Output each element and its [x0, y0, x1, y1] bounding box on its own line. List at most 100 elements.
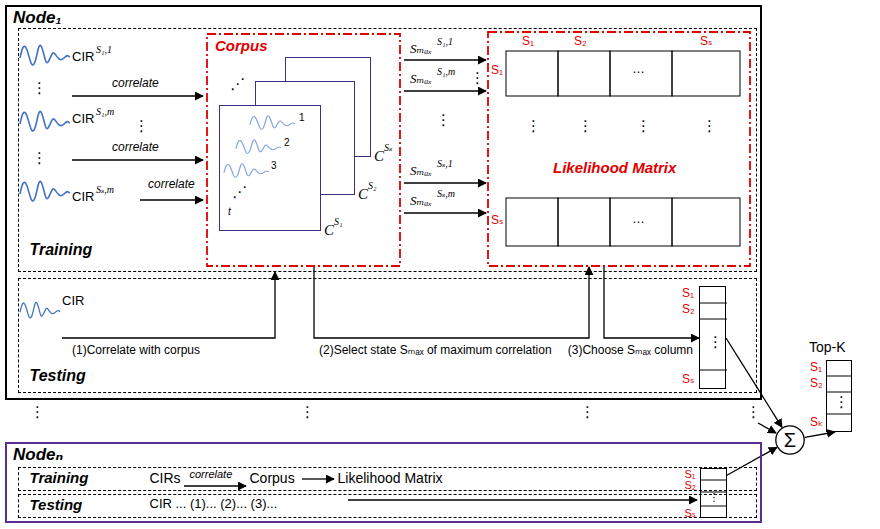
ellipsis: ⋮ [436, 112, 451, 127]
superscript: S₁,m [96, 106, 114, 118]
state-label: S₂ [574, 35, 587, 49]
superscript: Sₛ,m [437, 188, 455, 200]
state-label: Sₖ [810, 416, 823, 430]
corpus-superscript: Sₛ [384, 142, 392, 154]
corpus-box: CS₁CS₂CSₛCorpus [206, 33, 401, 267]
corpus-superscript: S₂ [368, 180, 376, 192]
signal-name: CIR [72, 112, 94, 127]
box-title: Corpus [215, 37, 268, 54]
ellipsis: ⋮ [580, 404, 595, 419]
panel-title: Training [30, 241, 93, 259]
arrow-label: correlate [190, 468, 233, 481]
flow-arrows [62, 60, 776, 500]
panel-title: Testing [30, 367, 86, 385]
cir-waveform [20, 111, 70, 130]
node-panel: CS₁CS₂CSₛCorpusLikelihood MatrixTraining… [5, 5, 762, 400]
score-vector: S₁S₂⋮Sₛ [700, 468, 727, 518]
superscript: Sₛ,m [96, 184, 114, 196]
flow-connector [805, 432, 835, 437]
matrix-cell [610, 198, 672, 246]
cir-waveform [20, 45, 70, 64]
smax-arrow [404, 59, 486, 60]
step-label: (3)Choose Sₘₐₓ column [567, 344, 694, 358]
frame-waveforms [220, 106, 319, 229]
corpus-waveforms [224, 116, 295, 178]
flow-arrow [302, 478, 334, 479]
corpus-symbol: C [324, 222, 334, 239]
matrix-cell [672, 51, 740, 96]
matrix-cell [672, 198, 740, 246]
step-text: Likelihood Matrix [338, 470, 443, 486]
sum-symbol: Σ [784, 430, 796, 450]
training-panel: TrainingCIRscorrelateCorpusLikelihood Ma… [18, 467, 757, 491]
flow-arrow [348, 499, 697, 500]
matrix-cell [558, 51, 610, 96]
matrix-cells [506, 51, 740, 246]
ellipsis: … [632, 212, 645, 227]
ellipsis: ⋮ [32, 150, 47, 165]
correlate-arrow [140, 199, 203, 200]
ellipsis: ⋮ [30, 404, 45, 419]
training-panel: CS₁CS₂CSₛCorpusLikelihood MatrixTraining [18, 28, 757, 272]
smax-arrow [404, 182, 486, 183]
step-text: Corpus [250, 470, 295, 486]
ellipsis: ⋮ [134, 118, 149, 133]
state-label: S₁ [682, 287, 694, 301]
testing-panel: S₁S₂⋮SₛTesting [18, 278, 757, 393]
panel-title: Nodeₙ [13, 445, 63, 465]
likelihood-matrix: Likelihood Matrix [487, 31, 751, 267]
vector-cells [700, 303, 852, 506]
ellipsis: ⋮ [636, 118, 651, 133]
state-label: Sₛ [700, 35, 712, 49]
ellipsis: … [632, 62, 645, 77]
sum-circle: Σ [775, 425, 805, 455]
superscript: S₁,1 [437, 36, 453, 48]
superscript: Sₛ,1 [437, 158, 453, 170]
dash-dot-outline [207, 34, 400, 266]
state-symbol: Sₘₐₓ [410, 42, 432, 57]
state-label: S₁ [491, 64, 503, 78]
ellipsis: ⋮ [834, 394, 849, 409]
arrow-label: correlate [148, 178, 195, 192]
ellipsis: ⋮ [578, 118, 593, 133]
matrix-cell [610, 51, 672, 96]
dash-dot-outline [487, 31, 751, 267]
arrow-label: correlate [112, 141, 159, 155]
smax-arrow [404, 90, 486, 91]
state-label: Sₛ [685, 507, 696, 520]
more-nodes-arrow [758, 423, 776, 433]
ellipsis: ⋮ [702, 118, 717, 133]
smax-arrow [404, 212, 486, 213]
matrix-cell [506, 198, 558, 246]
flow-connector [727, 447, 777, 475]
panel-title: Node₁ [13, 8, 62, 28]
test-correlate-arrow [62, 272, 275, 338]
signal-name: CIR [72, 190, 94, 205]
ellipsis: ⋮ [32, 80, 47, 95]
superscript: S₁,m [437, 66, 455, 78]
step-label: (2)Select state Sₘₐₓ of maximum correlat… [318, 344, 553, 358]
corpus-waveform [236, 140, 281, 154]
superscript: S₁,1 [96, 44, 112, 56]
step-text: CIR ... (1)... (2)... (3)... [150, 497, 278, 512]
correlate-arrow [184, 485, 246, 486]
state-label: Sₛ [682, 373, 694, 387]
vector-cell-lines [826, 376, 852, 414]
corpus-superscript: S₁ [334, 216, 342, 228]
flow-connector [726, 338, 782, 427]
cir-waveform [20, 181, 70, 200]
testing-panel: TestingCIR ... (1)... (2)... (3)... [18, 494, 757, 518]
dash-dot-outline [488, 32, 750, 266]
corpus-symbol: C [358, 186, 368, 203]
correlate-arrow [72, 95, 203, 96]
vector-title: Top-K [809, 339, 846, 355]
state-label: S₁ [810, 361, 822, 375]
step-label: (1)Correlate with corpus [72, 344, 200, 358]
ellipsis: ⋮ [746, 404, 761, 419]
vector-cell-lines [700, 303, 727, 370]
signal-name: CIR [62, 294, 84, 309]
